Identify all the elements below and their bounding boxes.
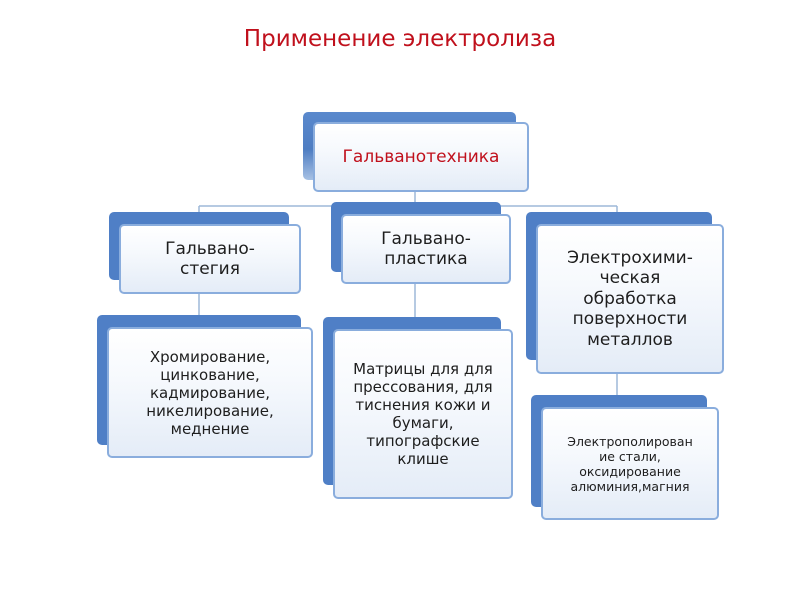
page-title: Применение электролиза [243, 26, 557, 52]
root-node: Гальванотехника [303, 112, 529, 192]
branch-node-1-box: Гальвано- стегия [119, 224, 301, 294]
detail-1-line: меднение [170, 419, 250, 438]
branch-1-label-line: стегия [180, 259, 240, 279]
branch-3-label-line: Электрохими- [567, 248, 693, 269]
root-node-box: Гальванотехника [313, 122, 529, 192]
branch-1-label-line: Гальвано- [165, 238, 255, 259]
branch-node-2: Гальвано- пластика [331, 202, 511, 284]
detail-3-line: Электрополирован [567, 433, 693, 449]
detail-2-line: Матрицы для для [353, 360, 493, 378]
branch-2-label-line: Гальвано- [381, 228, 471, 249]
detail-node-2: Матрицы для для прессования, для тиснени… [323, 317, 513, 499]
branch-node-2-box: Гальвано- пластика [341, 214, 511, 284]
detail-3-line: оксидирование [579, 463, 681, 479]
detail-2-line: клише [397, 450, 449, 468]
branch-3-label-line: поверхности [572, 309, 688, 330]
detail-2-line: тиснения кожи и [355, 396, 491, 414]
detail-node-3: Электрополирован ие стали, оксидирование… [531, 395, 719, 520]
detail-1-line: цинкование, [160, 365, 260, 384]
branch-2-label-line: пластика [384, 249, 468, 269]
detail-2-line: бумаги, [392, 414, 454, 432]
detail-1-line: кадмирование, [150, 383, 270, 402]
detail-node-2-box: Матрицы для для прессования, для тиснени… [333, 329, 513, 499]
detail-node-3-box: Электрополирован ие стали, оксидирование… [541, 407, 719, 520]
detail-node-1-box: Хромирование, цинкование, кадмирование, … [107, 327, 313, 458]
branch-3-label-line: металлов [587, 329, 673, 350]
detail-3-line: ие стали, [599, 448, 661, 464]
root-node-label: Гальванотехника [342, 146, 500, 167]
branch-node-1: Гальвано- стегия [109, 212, 301, 294]
branch-3-label-line: ческая [599, 268, 661, 289]
branch-node-3: Электрохими- ческая обработка поверхност… [526, 212, 724, 374]
branch-3-label-line: обработка [583, 288, 677, 309]
detail-1-line: никелирование, [146, 401, 274, 420]
detail-1-line: Хромирование, [149, 347, 271, 366]
detail-2-line: типографские [366, 432, 480, 450]
detail-2-line: прессования, для [353, 378, 493, 396]
detail-3-line: алюминия,магния [570, 478, 690, 494]
branch-node-3-box: Электрохими- ческая обработка поверхност… [536, 224, 724, 374]
detail-node-1: Хромирование, цинкование, кадмирование, … [97, 315, 313, 458]
